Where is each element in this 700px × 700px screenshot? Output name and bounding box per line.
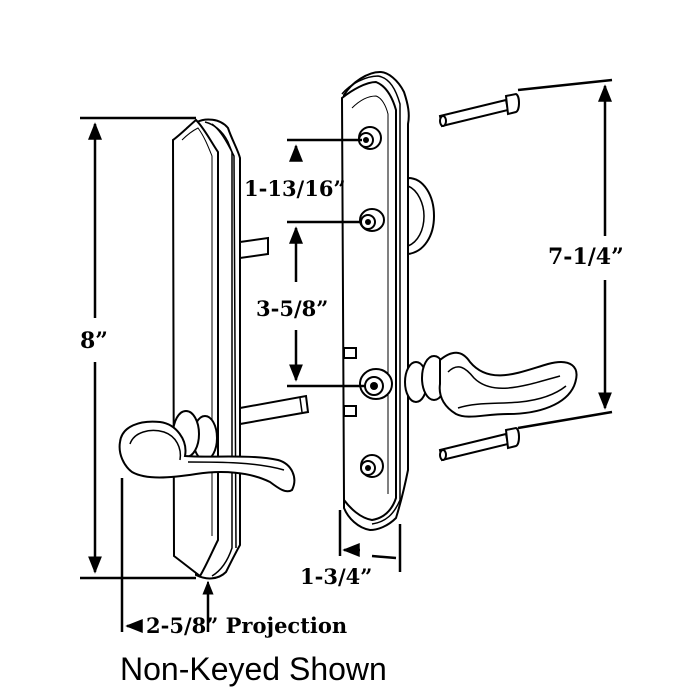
dimension-line-screw-span (517, 78, 613, 430)
dimension-line-projection (120, 478, 214, 633)
exterior-lever-handle (118, 410, 296, 493)
label-screw-span: 7-1/4” (548, 244, 624, 270)
spindle-upper (239, 236, 269, 260)
label-plate-width: 1-3/4” (300, 564, 372, 589)
screw-boss-upper (359, 208, 385, 232)
caption: Non-Keyed Shown (120, 651, 387, 687)
spindle-lower (239, 394, 310, 426)
dimension-line-plate-height (80, 116, 196, 580)
interior-plate (340, 70, 410, 532)
label-plate-height: 8” (80, 328, 108, 354)
thumb-turn (407, 176, 436, 256)
label-top-spacing: 1-13/16” (244, 176, 346, 201)
label-projection: 2-5/8” Projection (146, 613, 347, 638)
dimension-line-plate-width (338, 510, 402, 572)
interior-lever-handle (404, 351, 578, 418)
dimension-line-top-spacing (287, 138, 366, 388)
mounting-screw-bottom (438, 426, 520, 462)
spindle-hub (359, 368, 393, 400)
label-middle-spacing: 3-5/8” (256, 296, 328, 321)
screw-boss-top (358, 126, 382, 150)
mounting-screw-top (438, 92, 520, 128)
exterior-plate (171, 118, 241, 580)
screw-boss-bottom (360, 454, 384, 478)
